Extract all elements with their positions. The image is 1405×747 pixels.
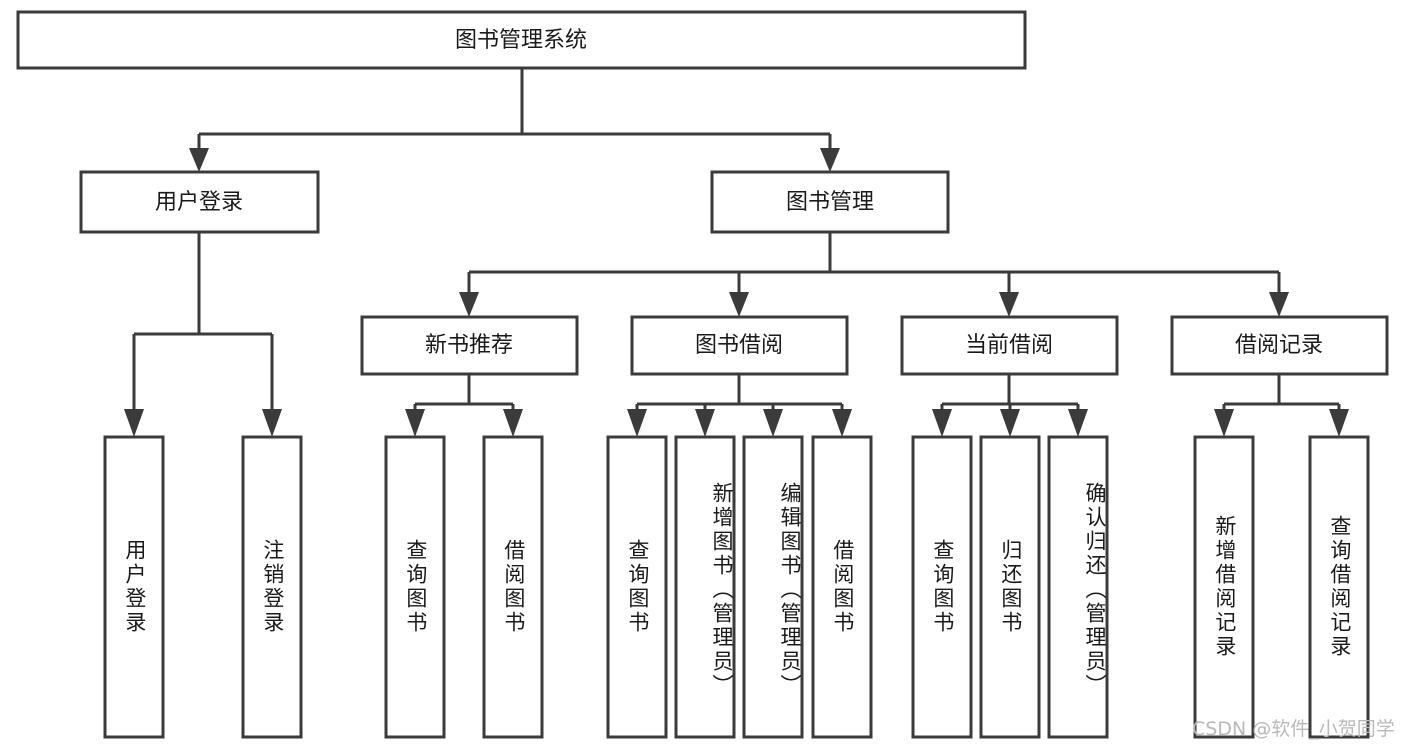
node-current-borrow[interactable]: 当前借阅 xyxy=(900,315,1119,376)
node-book-management-box[interactable] xyxy=(710,170,950,234)
connector-group-current-borrow xyxy=(932,374,1088,437)
leaf-user-login-box[interactable] xyxy=(103,435,165,739)
node-borrow-record-label: 借阅记录 xyxy=(1235,333,1323,358)
leaf-borrow-book-2-box[interactable] xyxy=(811,435,873,739)
arrow-head-leaf-user-login xyxy=(124,409,144,437)
arrow-head-leaf-return-book xyxy=(1000,409,1020,437)
node-book-management-label: 图书管理 xyxy=(786,190,874,215)
leaf-query-borrow-record-box[interactable] xyxy=(1308,435,1370,739)
arrow-head-current-borrow xyxy=(999,292,1019,317)
connector-group-root xyxy=(189,68,840,172)
leaf-confirm-return-box[interactable] xyxy=(1047,435,1109,739)
arrow-head-user-login xyxy=(189,148,209,172)
arrow-head-leaf-edit-book xyxy=(763,409,783,437)
leaf-query-book-1-box[interactable] xyxy=(384,435,446,739)
node-root-box[interactable] xyxy=(16,10,1027,70)
connector-group-book-management xyxy=(459,232,1289,317)
node-user-login-box[interactable] xyxy=(79,170,320,234)
connector-group-new-book-recommend xyxy=(405,374,523,437)
connector-group-user-login xyxy=(124,232,282,437)
arrow-head-leaf-query-book-3 xyxy=(932,409,952,437)
arrow-head-leaf-confirm-return xyxy=(1068,409,1088,437)
node-borrow-record-box[interactable] xyxy=(1170,315,1389,376)
arrow-head-book-borrow xyxy=(729,292,749,317)
leaf-query-book-3-box[interactable] xyxy=(911,435,973,739)
arrow-head-leaf-query-book-2 xyxy=(627,409,647,437)
node-new-book-recommend-label: 新书推荐 xyxy=(425,333,513,358)
leaf-borrow-book-1-box[interactable] xyxy=(482,435,544,739)
leaf-add-borrow-record-box[interactable] xyxy=(1193,435,1255,739)
node-book-borrow-label: 图书借阅 xyxy=(695,333,783,358)
node-borrow-record[interactable]: 借阅记录 xyxy=(1170,315,1389,376)
arrow-head-leaf-borrow-book-2 xyxy=(832,409,852,437)
node-root-label: 图书管理系统 xyxy=(455,28,587,53)
arrow-head-leaf-borrow-book-1 xyxy=(503,409,523,437)
arrow-head-leaf-add-book xyxy=(695,409,715,437)
arrow-head-leaf-add-borrow-record xyxy=(1214,409,1234,437)
node-user-login[interactable]: 用户登录 xyxy=(79,170,320,234)
node-new-book-recommend[interactable]: 新书推荐 xyxy=(360,315,579,376)
connector-group-book-borrow xyxy=(627,374,852,437)
node-root[interactable]: 图书管理系统 xyxy=(16,10,1027,70)
leaf-return-book-box[interactable] xyxy=(979,435,1041,739)
arrow-head-borrow-record xyxy=(1269,292,1289,317)
arrow-head-book-management xyxy=(820,148,840,172)
connector-group-borrow-record xyxy=(1214,374,1349,437)
node-user-login-label: 用户登录 xyxy=(155,190,243,215)
leaf-query-book-2-box[interactable] xyxy=(606,435,668,739)
arrow-head-new-book-recommend xyxy=(459,292,479,317)
node-book-borrow-box[interactable] xyxy=(630,315,849,376)
leaf-logout-login-box[interactable] xyxy=(241,435,303,739)
node-book-borrow[interactable]: 图书借阅 xyxy=(630,315,849,376)
csdn-watermark: CSDN @软件_小贺同学 xyxy=(1192,718,1395,740)
leaf-edit-book-box[interactable] xyxy=(742,435,804,739)
arrow-head-leaf-logout-login xyxy=(262,409,282,437)
node-current-borrow-box[interactable] xyxy=(900,315,1119,376)
leaf-add-book-box[interactable] xyxy=(674,435,736,739)
arrow-head-leaf-query-borrow-record xyxy=(1329,409,1349,437)
node-current-borrow-label: 当前借阅 xyxy=(965,333,1053,358)
node-book-management[interactable]: 图书管理 xyxy=(710,170,950,234)
arrow-head-leaf-query-book-1 xyxy=(405,409,425,437)
node-new-book-recommend-box[interactable] xyxy=(360,315,579,376)
leaf-boxes-group xyxy=(103,435,1370,739)
